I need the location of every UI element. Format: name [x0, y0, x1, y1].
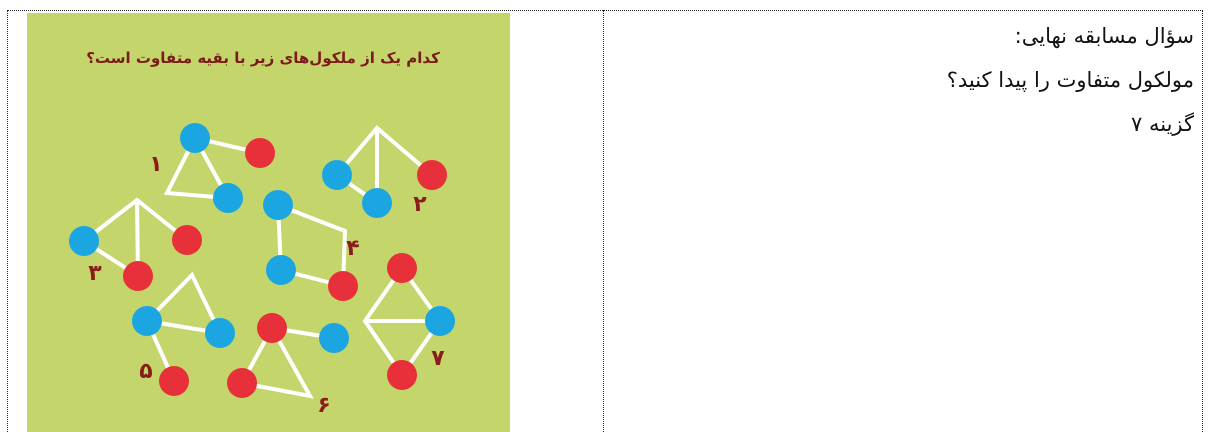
puzzle-title: کدام یک از ملکول‌های زیر با بقیه متفاوت …	[86, 49, 440, 67]
atom-blue	[180, 123, 210, 153]
number-7: ۷	[431, 346, 445, 371]
atom-red	[257, 313, 287, 343]
number-4: ۴	[346, 236, 359, 261]
number-2: ۲	[413, 192, 427, 217]
atom-blue	[205, 318, 235, 348]
question-text-block: سؤال مسابقه نهایی: مولکول متفاوت را پیدا…	[634, 14, 1194, 146]
number-6: ۶	[317, 393, 330, 418]
number-5: ۵	[139, 359, 152, 384]
atom-blue	[322, 160, 352, 190]
atom-red	[159, 366, 189, 396]
atom-blue	[266, 255, 296, 285]
atom-red	[245, 138, 275, 168]
atom-blue	[362, 188, 392, 218]
atom-red	[387, 360, 417, 390]
atom-blue	[263, 190, 293, 220]
atom-red	[328, 271, 358, 301]
molecule-1-bonds	[167, 138, 260, 198]
atom-blue	[69, 226, 99, 256]
atom-red	[172, 225, 202, 255]
atom-red	[417, 160, 447, 190]
atoms	[69, 123, 455, 398]
question-heading: سؤال مسابقه نهایی:	[634, 14, 1194, 58]
atom-red	[387, 253, 417, 283]
atom-red	[227, 368, 257, 398]
column-divider	[603, 10, 604, 432]
atom-blue	[425, 306, 455, 336]
answer-text: گزینه ۷	[634, 102, 1194, 146]
molecule-puzzle-svg: کدام یک از ملکول‌های زیر با بقیه متفاوت …	[27, 13, 510, 432]
number-3: ۳	[88, 261, 102, 286]
atom-blue	[319, 323, 349, 353]
atom-blue	[213, 183, 243, 213]
number-1: ۱	[149, 152, 162, 177]
question-prompt: مولکول متفاوت را پیدا کنید؟	[634, 58, 1194, 102]
molecule-puzzle-image: کدام یک از ملکول‌های زیر با بقیه متفاوت …	[27, 13, 510, 432]
atom-blue	[132, 306, 162, 336]
atom-red	[123, 261, 153, 291]
